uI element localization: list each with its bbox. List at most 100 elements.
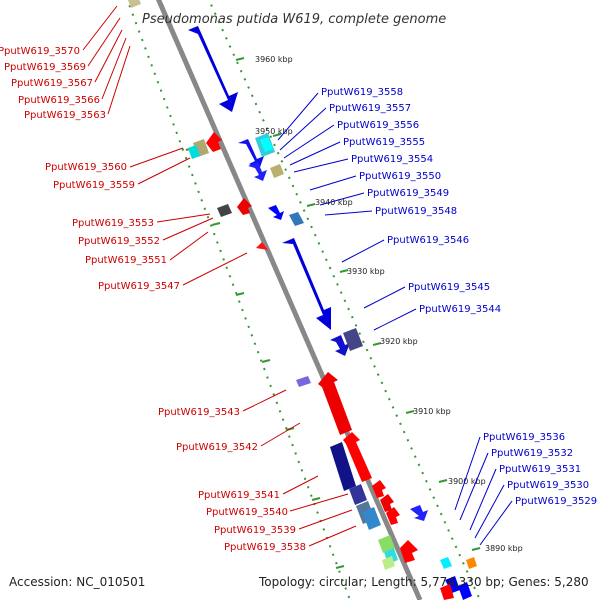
gene-label[interactable]: PputW619_3563 — [24, 110, 106, 121]
gene-label[interactable]: PputW619_3570 — [0, 46, 80, 57]
genome-backbone — [155, 0, 423, 600]
connector-line — [469, 468, 497, 531]
tick-mark — [405, 410, 415, 414]
gene-arrow — [445, 576, 460, 593]
gene-label[interactable]: PputW619_3538 — [224, 542, 306, 553]
tick-mark — [471, 547, 481, 551]
gene-block — [466, 557, 477, 569]
connector-line — [137, 157, 191, 185]
gene-label[interactable]: PputW619_3536 — [483, 432, 565, 443]
connector-line — [319, 192, 365, 206]
tick-mark — [339, 269, 349, 273]
connector-line — [289, 141, 341, 166]
gene-block — [289, 212, 304, 226]
gene-arrow — [410, 505, 428, 521]
gene-block — [349, 484, 367, 505]
scale-label: 3960 kbp — [255, 55, 293, 64]
tick-mark — [235, 292, 245, 296]
gene-label[interactable]: PputW619_3532 — [491, 448, 573, 459]
tick-mark — [438, 479, 448, 483]
gene-arrow — [282, 238, 331, 330]
gene-label[interactable]: PputW619_3552 — [78, 236, 160, 247]
tick-mark — [211, 222, 221, 226]
scale-label: 3910 kbp — [413, 407, 451, 416]
gene-block — [260, 137, 273, 152]
connector-line — [169, 231, 209, 261]
connector-line — [283, 124, 335, 159]
gene-label[interactable]: PputW619_3531 — [499, 464, 581, 475]
connector-line — [162, 217, 214, 241]
connector-line — [94, 29, 123, 83]
gene-label[interactable]: PputW619_3559 — [53, 180, 135, 191]
gene-block — [188, 145, 200, 159]
gene-label[interactable]: PputW619_3560 — [45, 162, 127, 173]
gene-label[interactable]: PputW619_3540 — [206, 507, 288, 518]
gene-arrow — [400, 540, 418, 563]
connector-line — [260, 422, 301, 447]
gene-label[interactable]: PputW619_3547 — [98, 281, 180, 292]
gene-label[interactable]: PputW619_3550 — [359, 171, 441, 182]
gene-block — [296, 376, 311, 387]
gene-block — [440, 557, 452, 569]
gene-label[interactable]: PputW619_3548 — [375, 206, 457, 217]
gene-arrow — [380, 494, 394, 512]
gene-label[interactable]: PputW619_3529 — [515, 496, 597, 507]
gene-arrow — [206, 132, 222, 152]
scale-label: 3920 kbp — [380, 337, 418, 346]
gene-block — [378, 535, 395, 553]
gene-label[interactable]: PputW619_3567 — [11, 78, 93, 89]
scale-ticks — [235, 57, 481, 551]
gene-arrow — [248, 162, 267, 181]
topology-text: Topology: circular; Length: 5,774,330 bp… — [259, 575, 589, 589]
connector-line — [298, 509, 353, 530]
gene-block — [128, 0, 141, 8]
gene-label[interactable]: PputW619_3556 — [337, 120, 419, 131]
scale-label: 3940 kbp — [315, 198, 353, 207]
connector-line — [289, 493, 349, 512]
gene-label[interactable]: PputW619_3543 — [158, 407, 240, 418]
gene-label[interactable]: PputW619_3546 — [387, 235, 469, 246]
gene-label[interactable]: PputW619_3545 — [408, 282, 490, 293]
gene-label[interactable]: PputW619_3557 — [329, 103, 411, 114]
connector-line — [324, 210, 373, 216]
plus-strand-genes — [128, 0, 472, 600]
tick-mark — [311, 497, 321, 501]
gene-block — [382, 556, 395, 570]
gene-arrow — [343, 432, 372, 482]
gene-label[interactable]: PputW619_3542 — [176, 442, 258, 453]
accession-text: Accession: NC_010501 — [9, 575, 146, 589]
connector-line — [242, 389, 287, 412]
gene-label[interactable]: PputW619_3554 — [351, 154, 433, 165]
gene-label[interactable]: PputW619_3541 — [198, 490, 280, 501]
gene-label[interactable]: PputW619_3544 — [419, 304, 501, 315]
scale-label: 3900 kbp — [448, 477, 486, 486]
connector-line — [341, 239, 385, 263]
connector-line — [107, 45, 131, 115]
gene-label[interactable]: PputW619_3569 — [4, 62, 86, 73]
connector-line — [479, 500, 513, 546]
gene-label[interactable]: PputW619_3551 — [85, 255, 167, 266]
connector-line — [459, 452, 489, 521]
gene-label[interactable]: PputW619_3553 — [72, 218, 154, 229]
gene-label[interactable]: PputW619_3530 — [507, 480, 589, 491]
connector-line — [87, 17, 121, 67]
gene-label[interactable]: PputW619_3566 — [18, 95, 100, 106]
connector-line — [279, 107, 327, 151]
gene-arrow — [256, 242, 268, 250]
gene-label[interactable]: PputW619_3549 — [367, 188, 449, 199]
gene-arrow — [458, 582, 472, 600]
gene-arrow — [386, 507, 400, 525]
connector-line — [282, 475, 319, 495]
connector-line — [308, 525, 357, 547]
tick-mark — [235, 57, 245, 61]
connector-line — [373, 308, 417, 331]
connector-line — [156, 213, 211, 223]
connector-line — [82, 5, 118, 51]
gene-label[interactable]: PputW619_3539 — [214, 525, 296, 536]
gene-label[interactable]: PputW619_3558 — [321, 87, 403, 98]
gene-arrow — [372, 480, 386, 498]
tick-mark — [372, 342, 382, 346]
connector-line — [309, 175, 357, 191]
gene-label[interactable]: PputW619_3555 — [343, 137, 425, 148]
